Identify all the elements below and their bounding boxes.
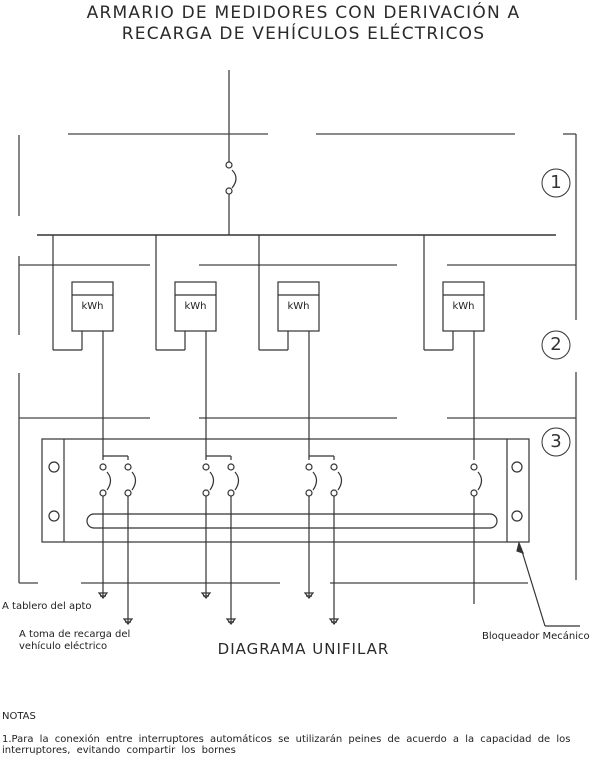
breaker-apartment-feed [200, 463, 215, 599]
breaker-bottom-terminal [227, 489, 235, 497]
meter-label: kWh [184, 301, 207, 312]
zone-marker-label: 3 [550, 431, 562, 452]
breaker-top-terminal [470, 463, 478, 471]
meter-circuit [423, 235, 485, 604]
breaker-contact [209, 471, 215, 491]
zone-marker-circle [541, 168, 571, 198]
meter-circuit [155, 235, 240, 625]
breaker-apartment-feed [97, 463, 112, 599]
zone-marker-circle [541, 427, 571, 457]
energy-meter [71, 281, 114, 332]
breaker-bottom-terminal [124, 489, 132, 497]
breaker-top-terminal [227, 463, 235, 471]
breaker-contact [337, 471, 343, 491]
meter-label: kWh [81, 301, 104, 312]
diagram-title-line-2: RECARGA DE VEHÍCULOS ELÉCTRICOS [121, 24, 486, 44]
meter-circuit [258, 235, 343, 625]
breaker-top-terminal [202, 463, 210, 471]
meter-circuit [52, 235, 137, 625]
interlock-arrowhead [516, 541, 525, 554]
breaker-contact [477, 471, 483, 491]
breaker-top-terminal [124, 463, 132, 471]
breaker-top-terminal [99, 463, 107, 471]
breaker-bottom-terminal [305, 489, 313, 497]
diagram-title-line-1: ARMARIO DE MEDIDORES CON DERIVACIÓN A [86, 3, 521, 23]
label-to-charging-outlet-line-2: vehículo eléctrico [19, 641, 108, 652]
energy-meter [442, 281, 485, 332]
breaker-top-terminal [330, 463, 338, 471]
breaker-bottom-terminal [330, 489, 338, 497]
breaker-bottom-terminal [470, 489, 478, 497]
meter-label: kWh [287, 301, 310, 312]
mounting-hole [48, 510, 60, 522]
breaker-top-terminal [305, 463, 313, 471]
breaker-ev-charger-feed [122, 463, 137, 625]
energy-meter [174, 281, 217, 332]
zone-marker-label: 1 [550, 172, 562, 193]
breaker-apartment-feed [303, 463, 318, 599]
breaker-apartment-feed [470, 463, 483, 604]
breaker-ev-charger-feed [328, 463, 343, 625]
main-breaker-top-terminal [225, 161, 233, 169]
breaker-panel-frame [41, 438, 530, 543]
breaker-contact [131, 471, 137, 491]
mounting-hole [511, 510, 523, 522]
main-breaker-contact [231, 169, 237, 189]
zone-marker-circle [541, 330, 571, 360]
breaker-bottom-terminal [202, 489, 210, 497]
breaker-contact [312, 471, 318, 491]
breaker-contact [106, 471, 112, 491]
label-to-charging-outlet-line-1: A toma de recarga del [19, 629, 131, 640]
breaker-ev-charger-feed [225, 463, 240, 625]
zone-marker-label: 2 [550, 334, 562, 355]
label-to-apartment-board: A tablero del apto [2, 601, 92, 612]
mounting-hole [48, 461, 60, 473]
breaker-contact [234, 471, 240, 491]
enclosure-outline [18, 133, 577, 584]
main-breaker-bottom-terminal [225, 187, 233, 195]
mounting-hole [511, 461, 523, 473]
breaker-bottom-terminal [99, 489, 107, 497]
label-mechanical-interlock: Bloqueador Mecánico [482, 631, 590, 642]
mechanical-interlock-bar [86, 513, 498, 529]
diagram-subtitle: DIAGRAMA UNIFILAR [217, 640, 390, 658]
notes-heading: NOTAS [2, 711, 36, 722]
note-item: 1.Para la conexión entre interruptores a… [2, 734, 571, 756]
energy-meter [277, 281, 320, 332]
interlock-leader-line [520, 547, 546, 627]
meter-label: kWh [452, 301, 475, 312]
